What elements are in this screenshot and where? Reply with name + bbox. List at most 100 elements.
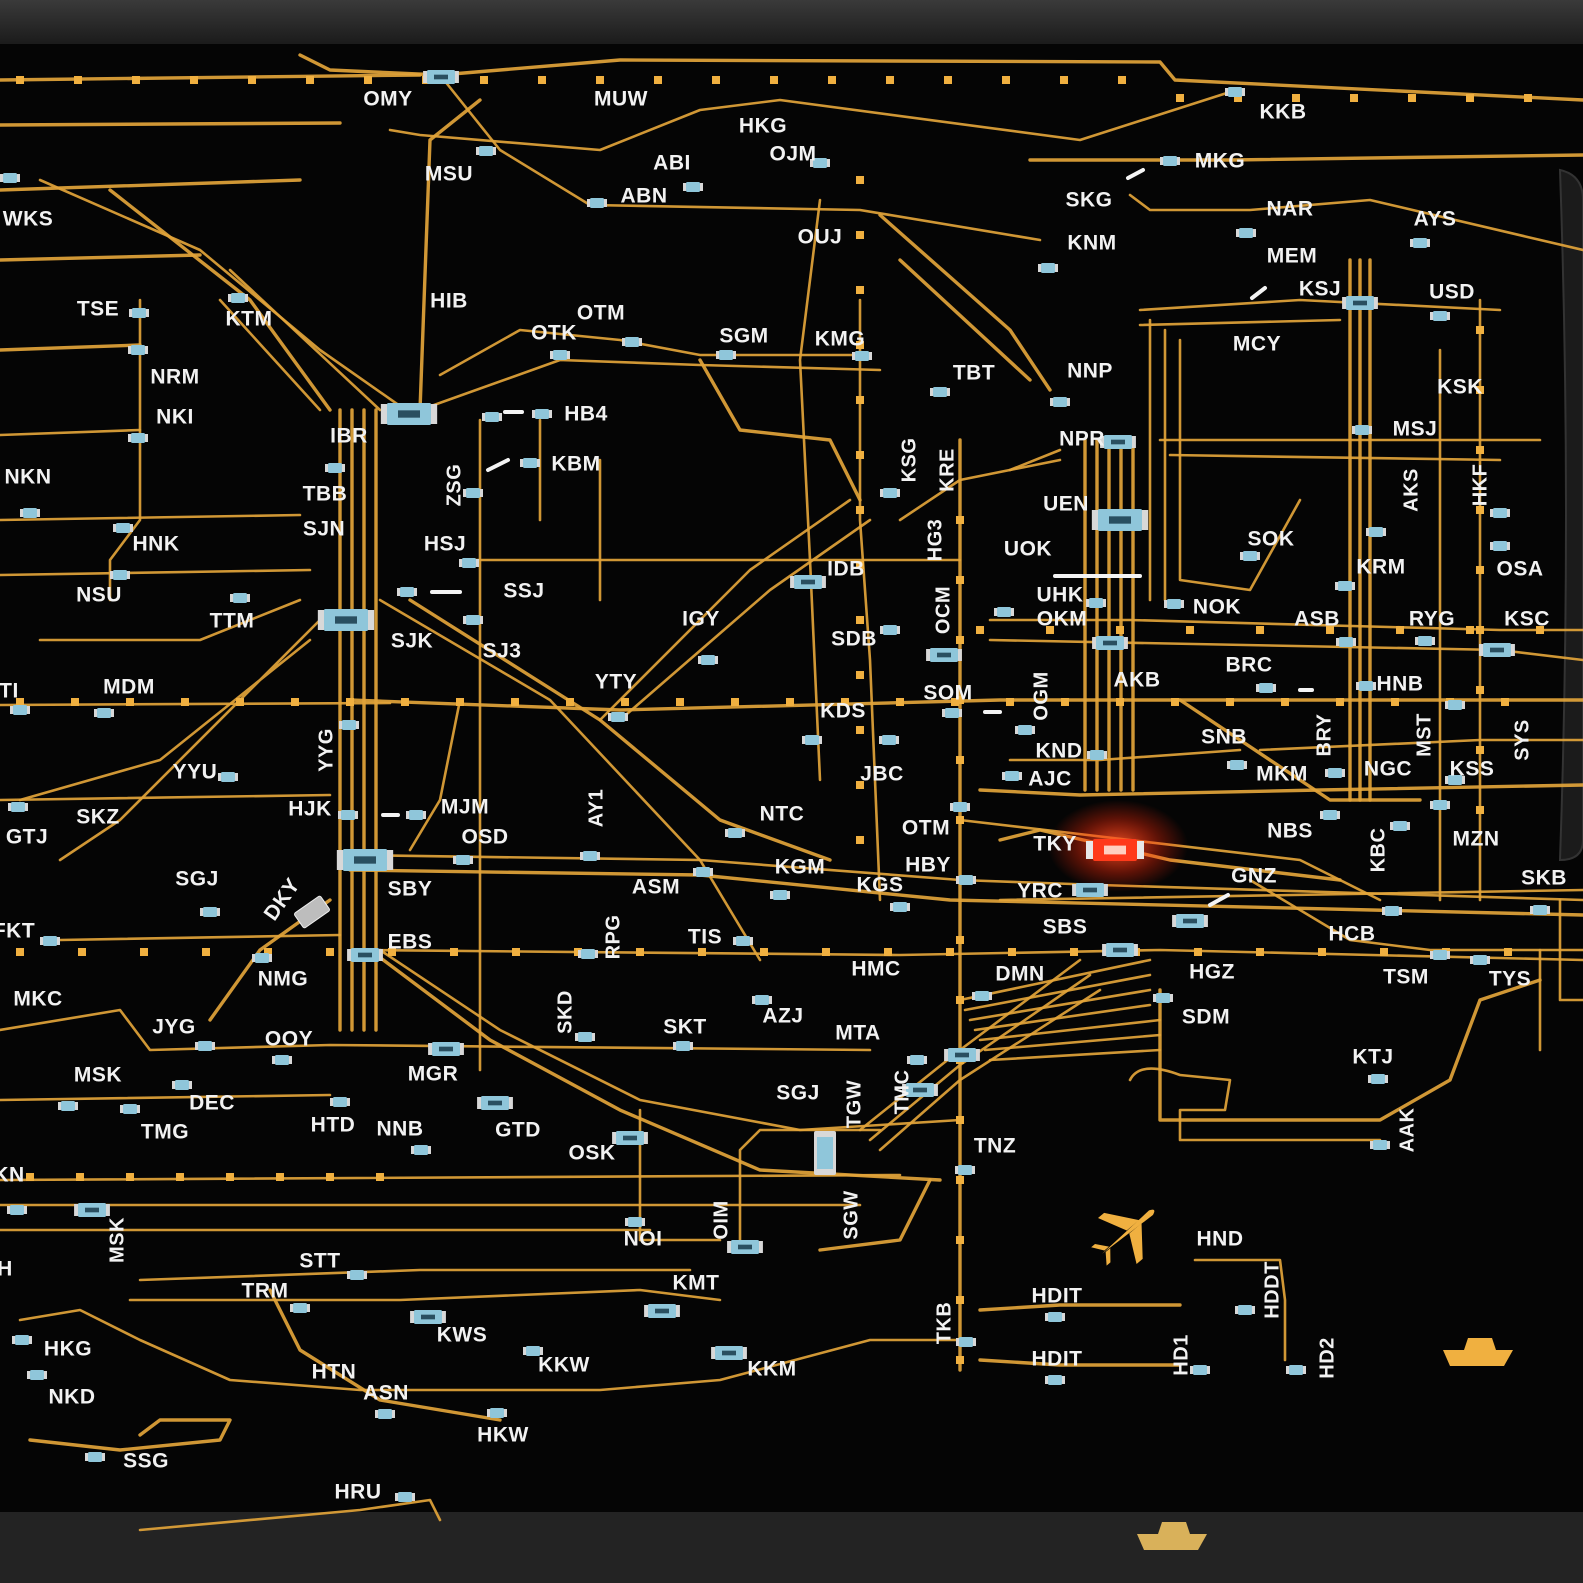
station-label: OSD (461, 826, 508, 849)
trace-pad (1380, 948, 1388, 956)
station-component (1445, 700, 1465, 710)
station-label: YRC (1017, 880, 1063, 903)
trace-pad (1318, 948, 1326, 956)
station-label: SGJ (776, 1082, 820, 1105)
trace-pad (1466, 94, 1474, 102)
trace-pad (856, 671, 864, 679)
station-label: BRY (1313, 713, 1335, 756)
station-component (463, 615, 483, 625)
station-label: MZN (1453, 828, 1500, 851)
rail-trace (348, 698, 1583, 712)
station-component (1479, 643, 1515, 657)
station-component (770, 890, 790, 900)
station-label: JYG (152, 1016, 196, 1039)
trace-pad (248, 76, 256, 84)
station-label: HB4 (564, 403, 608, 426)
station-component (520, 458, 540, 468)
station-component (172, 1080, 192, 1090)
station-component (1336, 637, 1356, 647)
switch-mark (486, 458, 510, 472)
station-component (129, 308, 149, 318)
station-component (1490, 508, 1510, 518)
station-label: TBB (303, 483, 348, 506)
station-component (1286, 1365, 1306, 1375)
station-component (476, 146, 496, 156)
station-label: MEM (1267, 245, 1318, 268)
station-label: HCB (1329, 923, 1376, 946)
rail-trace (1258, 738, 1583, 752)
rail-trace (478, 418, 602, 1072)
rail-trace (638, 1108, 722, 1242)
station-label: NBS (1267, 820, 1313, 843)
station-component (711, 1346, 747, 1360)
station-label: GTD (495, 1119, 541, 1142)
trace-pad (956, 756, 964, 764)
station-label: TYS (1489, 968, 1531, 991)
station-label: RYG (1409, 608, 1455, 631)
station-label: MDM (103, 676, 155, 699)
rail-trace (348, 868, 1583, 917)
trace-pad (16, 76, 24, 84)
station-label: KMG (815, 328, 866, 351)
station-label: HGZ (1189, 961, 1235, 984)
station-label: MCY (1233, 333, 1281, 356)
rail-trace (1083, 438, 1135, 792)
trace-pad (856, 726, 864, 734)
trace-pad (956, 1176, 964, 1184)
station-component (397, 587, 417, 597)
trace-pad (264, 948, 272, 956)
station-label: HDIT (1032, 1348, 1083, 1371)
trace-pad (1501, 698, 1509, 706)
station-component (733, 936, 753, 946)
station-label: UEN (1043, 493, 1089, 516)
trace-pad (71, 698, 79, 706)
rail-trace (1128, 1067, 1382, 1142)
station-component (325, 463, 345, 473)
station-component (463, 488, 483, 498)
rail-trace (998, 888, 1583, 902)
airplane-icon (1091, 1209, 1155, 1266)
station-label: SJ3 (483, 640, 522, 663)
station-label: STT (299, 1250, 340, 1273)
station-component (120, 1104, 140, 1114)
station-label: SBS (1043, 916, 1088, 939)
trace-pad (596, 76, 604, 84)
rail-trace (218, 268, 382, 412)
station-label: SYS (1511, 719, 1533, 761)
trace-pad (731, 698, 739, 706)
station-label: KSJ (1299, 278, 1341, 301)
trace-pad (1006, 698, 1014, 706)
trace-pad (956, 816, 964, 824)
station-label: TIS (688, 926, 722, 949)
station-label: OOY (265, 1028, 313, 1051)
station-component (411, 1145, 431, 1155)
trace-pad (1281, 698, 1289, 706)
station-component (428, 1042, 464, 1056)
trace-pad (26, 1173, 34, 1181)
trace-pad (1524, 94, 1532, 102)
station-label: ASM (632, 876, 680, 899)
station-label: AJC (1028, 768, 1072, 791)
station-component (683, 182, 703, 192)
station-label: TNZ (974, 1135, 1016, 1158)
station-component (1164, 599, 1184, 609)
trace-pad (770, 76, 778, 84)
trace-pad (480, 76, 488, 84)
station-label: USD (1429, 281, 1475, 304)
station-label: SNB (1201, 726, 1247, 749)
trace-pad (126, 1173, 134, 1181)
station-label: DEC (189, 1092, 235, 1115)
frame-top-edge (0, 0, 1583, 46)
trace-pad (712, 76, 720, 84)
trace-pad (786, 698, 794, 706)
station-component (336, 849, 394, 871)
station-component (128, 433, 148, 443)
station-label: AYS (1414, 208, 1457, 231)
station-label: SOK (1247, 528, 1294, 551)
rail-trace (738, 1128, 882, 1252)
station-label: HJK (288, 798, 332, 821)
trace-pad (856, 836, 864, 844)
station-label: MSK (106, 1217, 128, 1263)
trace-pad (1194, 948, 1202, 956)
